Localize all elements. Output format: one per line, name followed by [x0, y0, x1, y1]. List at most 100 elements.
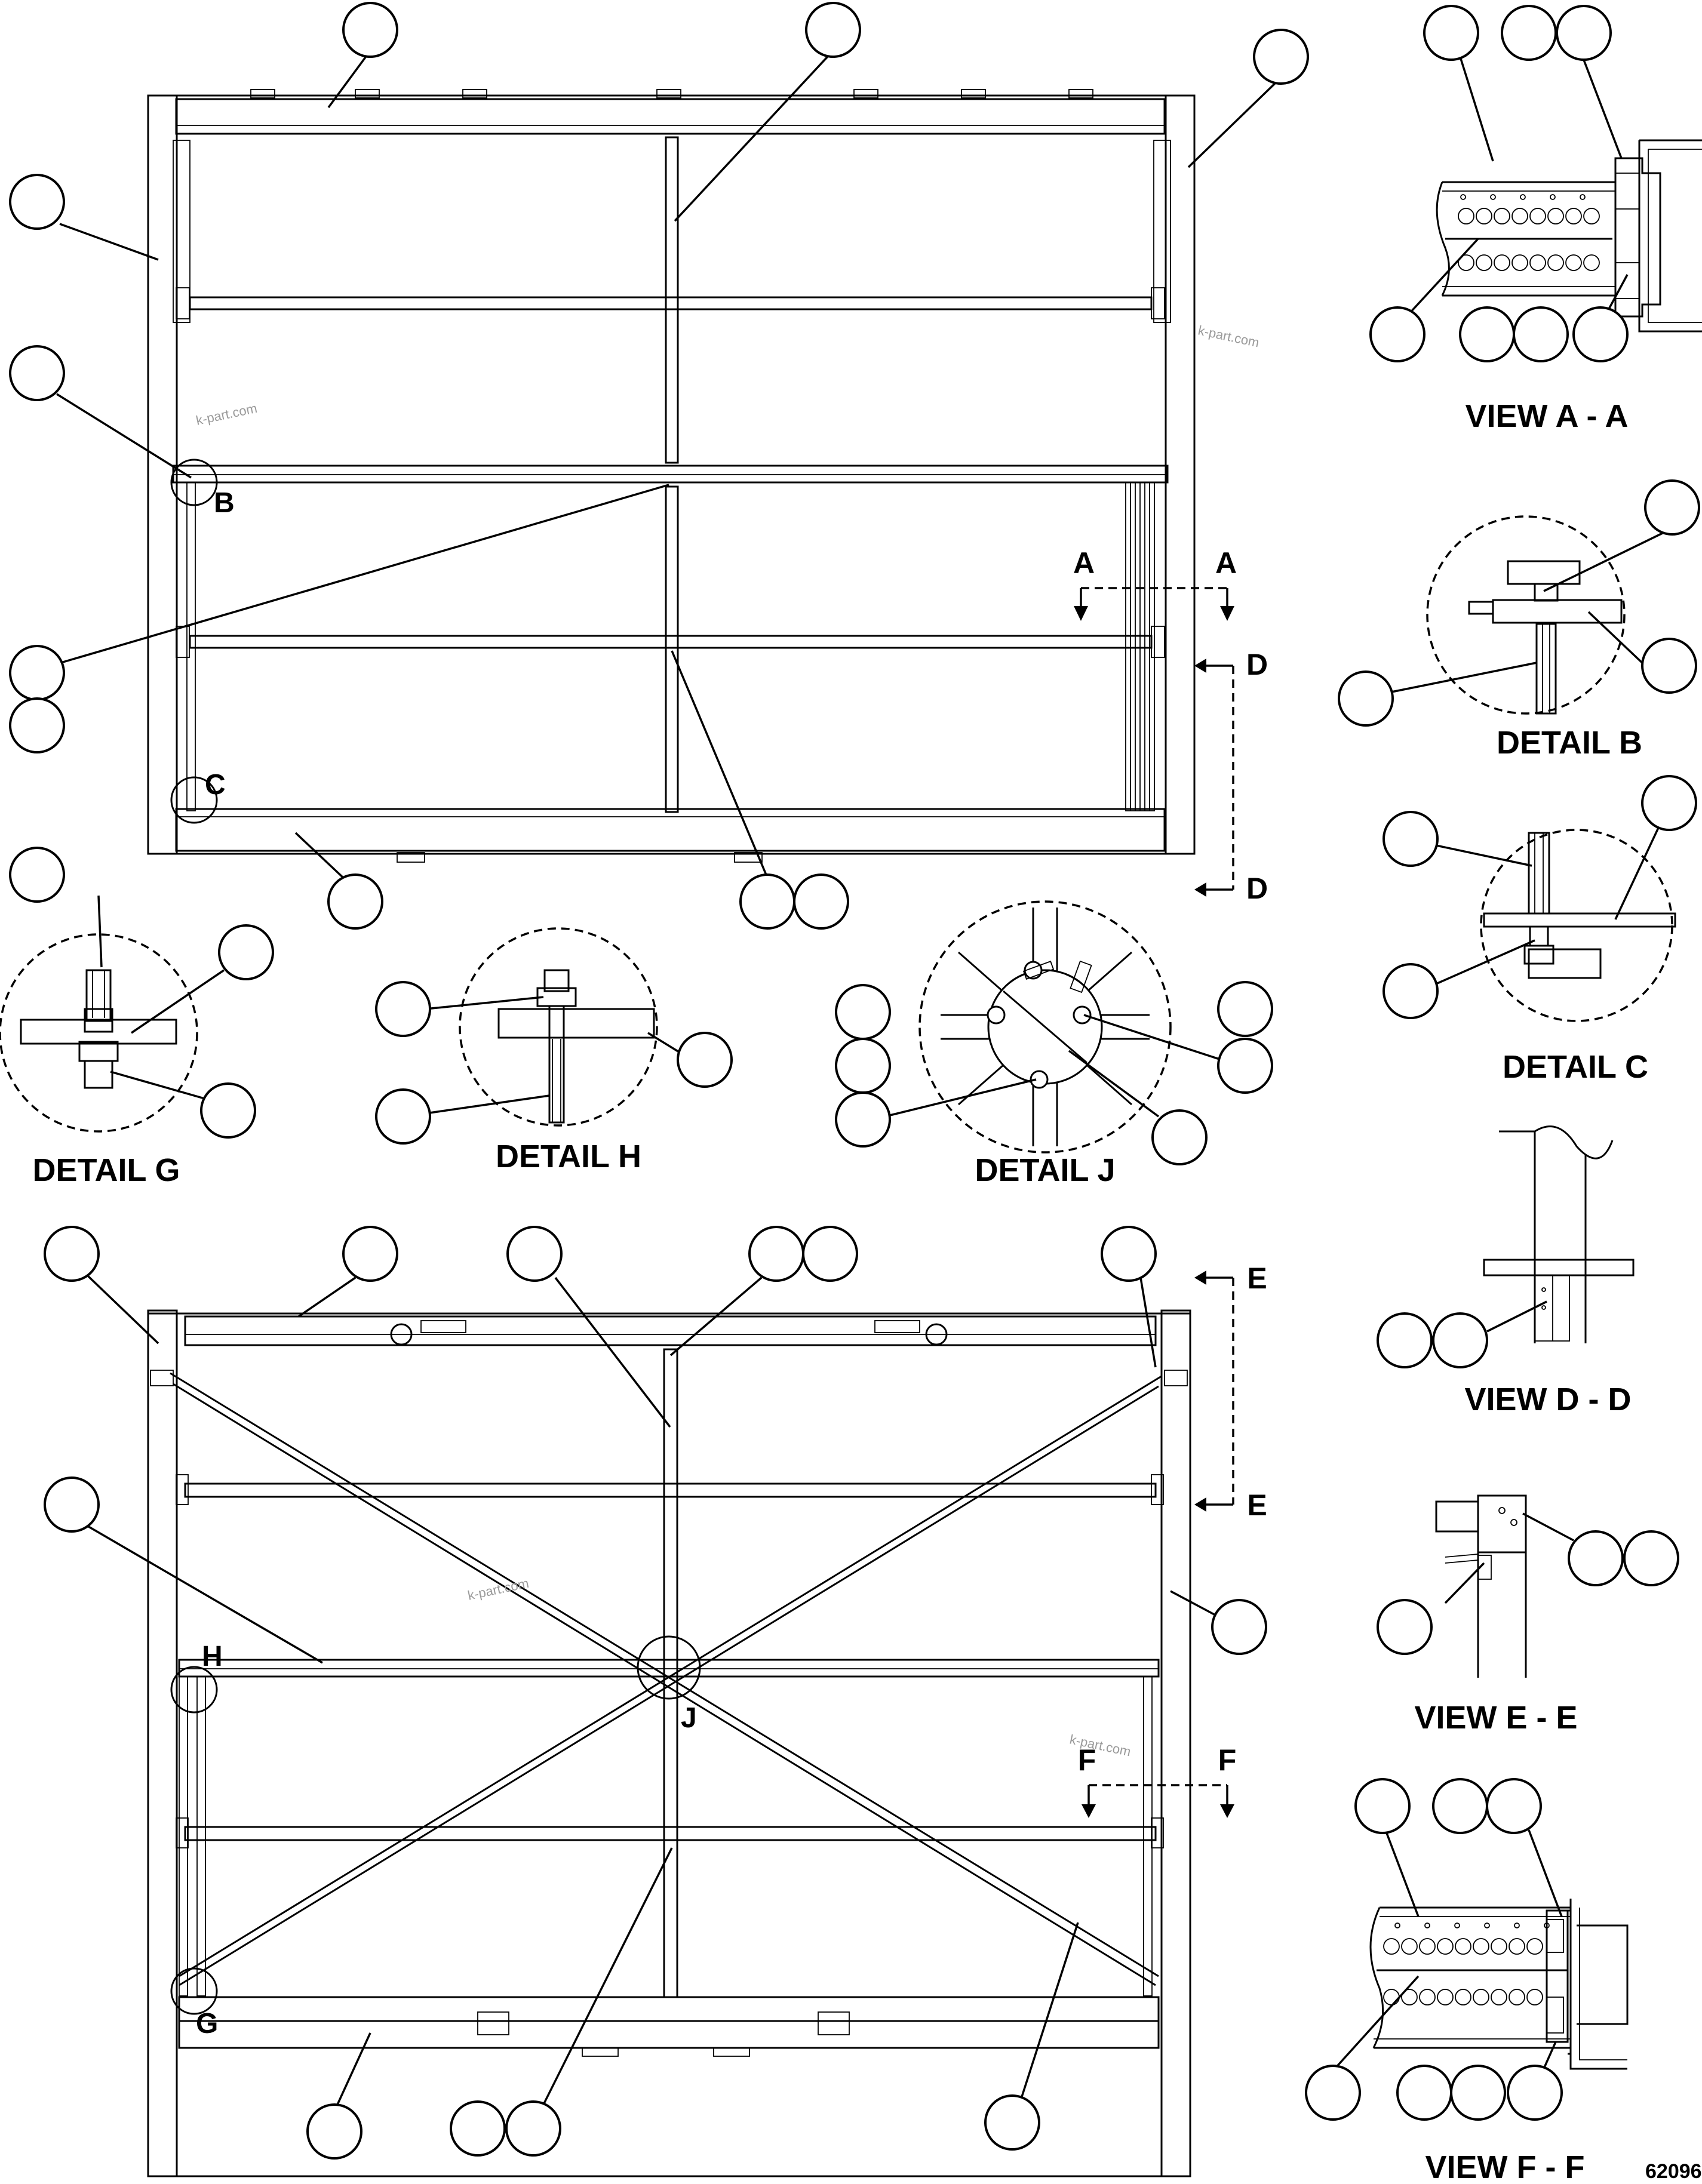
balloon — [450, 2100, 506, 2157]
lower-cross-member-1 — [184, 1482, 1157, 1498]
lower-bottom-rail — [178, 2020, 1160, 2049]
detail-h-callout-letter: H — [202, 1641, 223, 1672]
balloon — [375, 1088, 431, 1145]
watermark-3: k-part.com — [466, 1576, 530, 1603]
upper-top-rail — [175, 98, 1166, 135]
balloon — [1151, 1109, 1208, 1165]
balloon — [1305, 2065, 1361, 2121]
balloon — [805, 2, 861, 58]
section-e-top-letter: E — [1247, 1262, 1267, 1295]
balloon — [1556, 5, 1612, 61]
view-e-e: VIEW E - E — [1414, 1494, 1578, 1736]
detail-c-caption: DETAIL C — [1503, 1049, 1648, 1085]
balloon — [739, 873, 795, 930]
balloon — [1217, 981, 1273, 1037]
callout-balloons — [9, 2, 1700, 2160]
balloon — [835, 1038, 891, 1094]
balloon — [9, 847, 65, 903]
section-a-right-letter: A — [1215, 546, 1237, 580]
lower-center-post — [663, 1348, 678, 1998]
balloon — [1217, 1038, 1273, 1094]
lower-right-side-rail — [1160, 1309, 1191, 2177]
balloon — [1432, 1778, 1488, 1834]
upper-center-post-top — [665, 136, 679, 464]
view-e-e-caption: VIEW E - E — [1414, 1700, 1577, 1736]
balloon — [835, 1091, 891, 1148]
diagonal-brace-2 — [179, 1375, 1162, 1977]
watermark-1: k-part.com — [195, 401, 259, 428]
section-e-bottom-letter: E — [1247, 1488, 1267, 1522]
view-d-d: VIEW D - D — [1465, 1125, 1635, 1417]
balloon — [1644, 479, 1700, 536]
section-f-left-letter: F — [1078, 1743, 1096, 1777]
balloon — [1450, 2065, 1506, 2121]
balloon — [327, 873, 383, 930]
balloon — [9, 174, 65, 230]
detail-h-callout-circle — [170, 1666, 218, 1714]
balloon — [505, 2100, 561, 2157]
drawing-number: 62096 — [1645, 2160, 1702, 2183]
balloon — [218, 924, 274, 980]
balloon — [9, 345, 65, 401]
balloon — [1432, 1312, 1488, 1368]
balloon — [1423, 5, 1479, 61]
balloon — [1396, 2065, 1452, 2121]
detail-g-boundary — [0, 933, 198, 1133]
detail-h-boundary — [459, 927, 658, 1127]
balloon — [375, 981, 431, 1037]
detail-h: DETAIL H — [459, 927, 658, 1174]
view-f-f: VIEW F - F — [1369, 1899, 1629, 2184]
detail-g-callout-letter: G — [196, 2008, 218, 2040]
balloon — [1486, 1778, 1542, 1834]
balloon — [342, 1226, 398, 1282]
detail-g-caption: DETAIL G — [32, 1152, 180, 1188]
detail-b: DETAIL B — [1426, 515, 1642, 761]
lower-left-side-rail — [147, 1309, 178, 2177]
balloon — [44, 1226, 100, 1282]
balloon — [1568, 1530, 1624, 1586]
detail-b-callout-letter: B — [214, 487, 235, 519]
detail-h-caption: DETAIL H — [496, 1139, 641, 1174]
detail-j-boundary — [918, 900, 1172, 1153]
balloon — [748, 1226, 804, 1282]
upper-bottom-rail — [175, 808, 1166, 852]
lower-middle-beam — [178, 1659, 1160, 1678]
lower-frame-outline — [147, 1312, 1191, 2177]
detail-j: DETAIL J — [918, 900, 1172, 1188]
balloon — [1338, 670, 1394, 727]
balloon — [802, 1226, 858, 1282]
balloon — [677, 1032, 733, 1088]
upper-cross-member-1 — [189, 296, 1153, 310]
balloon — [1383, 963, 1439, 1019]
balloon — [200, 1082, 256, 1139]
view-d-d-caption: VIEW D - D — [1465, 1382, 1632, 1417]
balloon — [1377, 1312, 1433, 1368]
detail-g: DETAIL G — [0, 933, 198, 1188]
detail-j-callout-letter: J — [681, 1702, 697, 1734]
balloon — [1369, 306, 1425, 362]
watermark-2: k-part.com — [1197, 322, 1261, 350]
balloon — [1572, 306, 1629, 362]
balloon — [1641, 638, 1697, 694]
balloon — [342, 2, 398, 58]
balloon — [1253, 29, 1309, 85]
section-a-left-letter: A — [1073, 546, 1095, 580]
detail-j-caption: DETAIL J — [975, 1152, 1115, 1188]
section-a-a-marker: A A — [1073, 546, 1237, 621]
balloon — [1507, 2065, 1563, 2121]
section-d-bottom-letter: D — [1246, 872, 1268, 905]
detail-g-callout-circle — [170, 1967, 218, 2015]
view-a-a-caption: VIEW A - A — [1466, 398, 1629, 434]
view-f-f-caption: VIEW F - F — [1425, 2149, 1585, 2184]
balloon — [1101, 1226, 1157, 1282]
balloon — [1383, 811, 1439, 867]
detail-c-boundary — [1480, 829, 1673, 1022]
detail-c-callout-letter: C — [205, 769, 226, 801]
balloon — [1211, 1599, 1267, 1655]
section-f-right-letter: F — [1218, 1743, 1237, 1777]
upper-frame-assembly: B C k-part.com k-part.com — [147, 89, 1261, 863]
upper-center-post-bottom — [665, 485, 679, 813]
diagonal-brace-1 — [170, 1372, 1159, 1977]
detail-c-callout-circle — [170, 776, 218, 824]
